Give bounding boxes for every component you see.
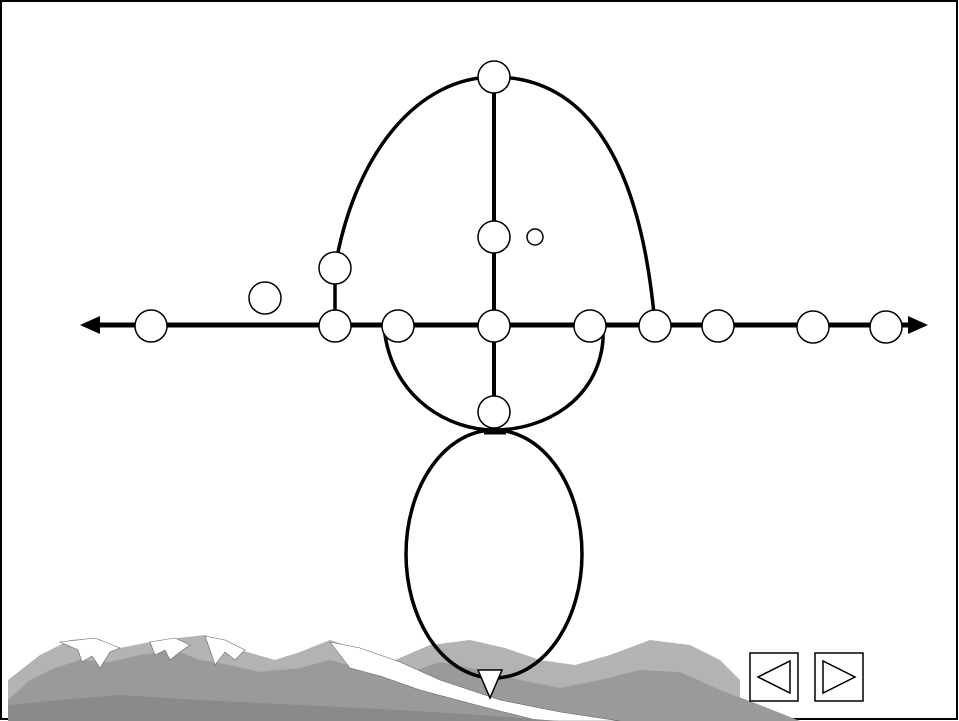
node-lower-center bbox=[478, 396, 510, 428]
node-axis-8 bbox=[870, 311, 902, 343]
node-arch-left bbox=[319, 252, 351, 284]
node-upper-center bbox=[478, 221, 510, 253]
node-axis-1 bbox=[135, 310, 167, 342]
node-axis-center bbox=[478, 310, 510, 342]
previous-button[interactable] bbox=[750, 653, 798, 701]
node-axis-6 bbox=[702, 310, 734, 342]
node-axis-4 bbox=[574, 310, 606, 342]
next-button[interactable] bbox=[815, 653, 863, 701]
node-axis-7 bbox=[797, 311, 829, 343]
node-floating bbox=[249, 282, 281, 314]
node-axis-2 bbox=[319, 310, 351, 342]
node-axis-5 bbox=[639, 310, 671, 342]
node-axis-3 bbox=[382, 310, 414, 342]
node-top bbox=[478, 61, 510, 93]
node-small bbox=[527, 229, 543, 245]
